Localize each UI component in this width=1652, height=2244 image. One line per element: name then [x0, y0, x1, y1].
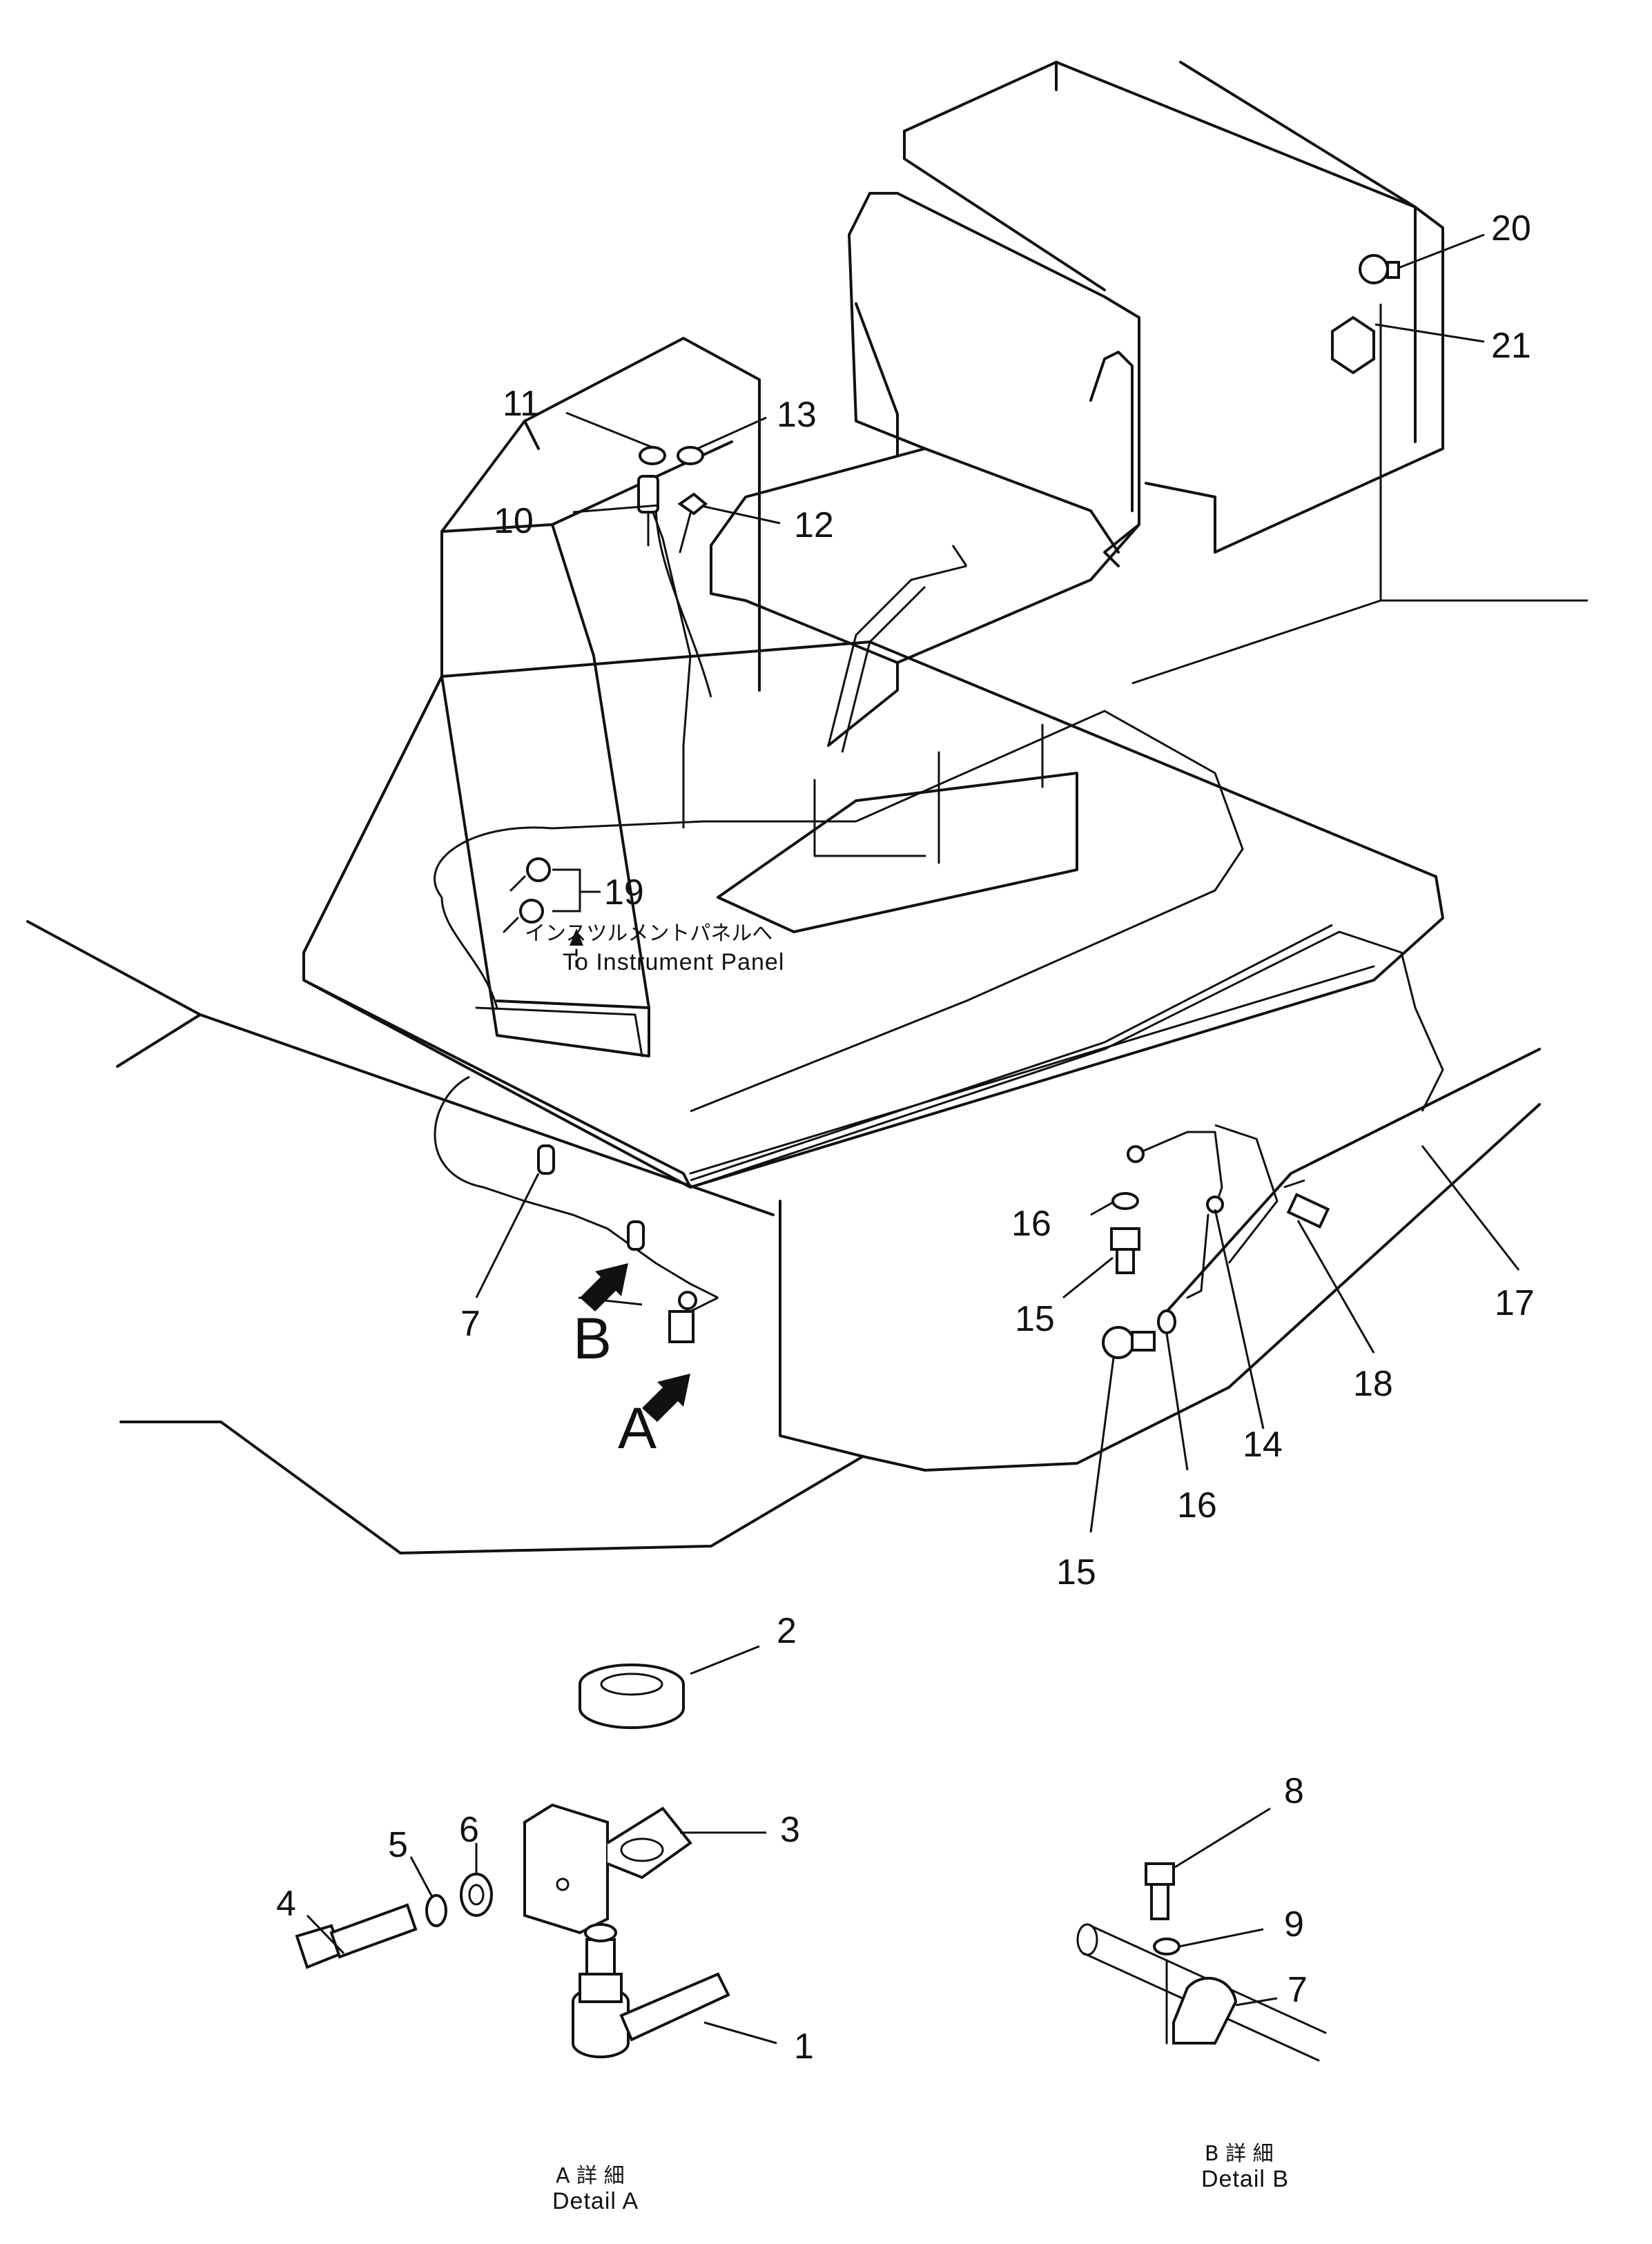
callout-15-upper: 15: [1015, 1299, 1055, 1339]
nut-13: [677, 446, 704, 465]
horn-21: [1331, 315, 1375, 375]
instrument-panel-note-jp: インスツルメントパネルへ: [525, 921, 772, 946]
callout-5: 5: [388, 1825, 408, 1865]
callout-7-main: 7: [460, 1304, 480, 1344]
callout-4: 4: [276, 1884, 296, 1924]
view-arrow-a: [642, 1374, 690, 1422]
floor-plate: [302, 641, 1444, 1189]
callout-16-lower: 16: [1177, 1485, 1217, 1525]
bolt-15-lower: [1102, 1326, 1156, 1359]
clamp-7: [537, 1144, 555, 1175]
view-arrow-b: [580, 1263, 628, 1311]
wiring-harness: [434, 304, 1588, 1340]
callout-10: 10: [494, 501, 534, 541]
detail-b-caption-jp: B 詳 細: [1205, 2142, 1274, 2166]
callout-18: 18: [1353, 1364, 1393, 1404]
rear-tank: [903, 61, 1444, 554]
callout-21: 21: [1491, 326, 1531, 366]
callout-17: 17: [1495, 1283, 1535, 1323]
sensor-a: [668, 1291, 697, 1343]
switch-19-lower: [503, 899, 544, 933]
instrument-panel-note-en: To Instrument Panel: [563, 949, 784, 975]
callout-13: 13: [777, 395, 817, 435]
view-letter-a: A: [618, 1396, 657, 1461]
switch-20: [1359, 254, 1400, 284]
callout-8: 8: [1284, 1771, 1304, 1811]
callout-15-lower: 15: [1056, 1552, 1096, 1592]
machine-frame: [26, 675, 1541, 1554]
ground-strap-14: [1127, 1131, 1224, 1299]
callout-19: 19: [604, 872, 644, 913]
nut-11: [639, 446, 666, 465]
callout-2: 2: [777, 1611, 797, 1651]
callout-labels: 1 2 3 4 5 6 7 7 8 9 10 11 12 13 14 15 15…: [276, 208, 1535, 2067]
callout-9: 9: [1284, 1904, 1304, 1944]
callout-12: 12: [794, 505, 834, 545]
callout-20: 20: [1491, 208, 1531, 248]
callout-11: 11: [503, 384, 540, 424]
washer-16-lower: [1157, 1309, 1176, 1334]
callout-6: 6: [459, 1810, 479, 1850]
callout-3: 3: [780, 1810, 800, 1850]
detail-a-caption-jp: A 詳 細: [556, 2164, 625, 2188]
leader-lines: [306, 233, 1520, 2045]
detail-a-caption-en: Detail A: [552, 2188, 639, 2214]
callout-1: 1: [794, 2027, 814, 2067]
sensor-10: [637, 475, 659, 547]
console-column: [440, 337, 761, 1057]
operator-seat: [710, 192, 1140, 747]
washer-16-upper: [1111, 1192, 1139, 1210]
detail-b-parts: [1076, 1862, 1327, 2062]
callout-7-detail: 7: [1287, 1970, 1308, 2010]
detail-b-caption-en: Detail B: [1201, 2166, 1289, 2192]
switch-19-upper: [509, 857, 551, 892]
clamp-b: [627, 1220, 645, 1251]
panel-arrow: [570, 928, 583, 968]
detail-a-parts: [295, 1664, 730, 2058]
bolt-15-upper: [1110, 1227, 1140, 1274]
callout-14: 14: [1243, 1425, 1283, 1465]
callout-16-upper: 16: [1011, 1204, 1051, 1244]
sensor-12: [677, 492, 708, 554]
view-letter-b: B: [573, 1306, 612, 1371]
sensor-18: [1286, 1193, 1330, 1229]
